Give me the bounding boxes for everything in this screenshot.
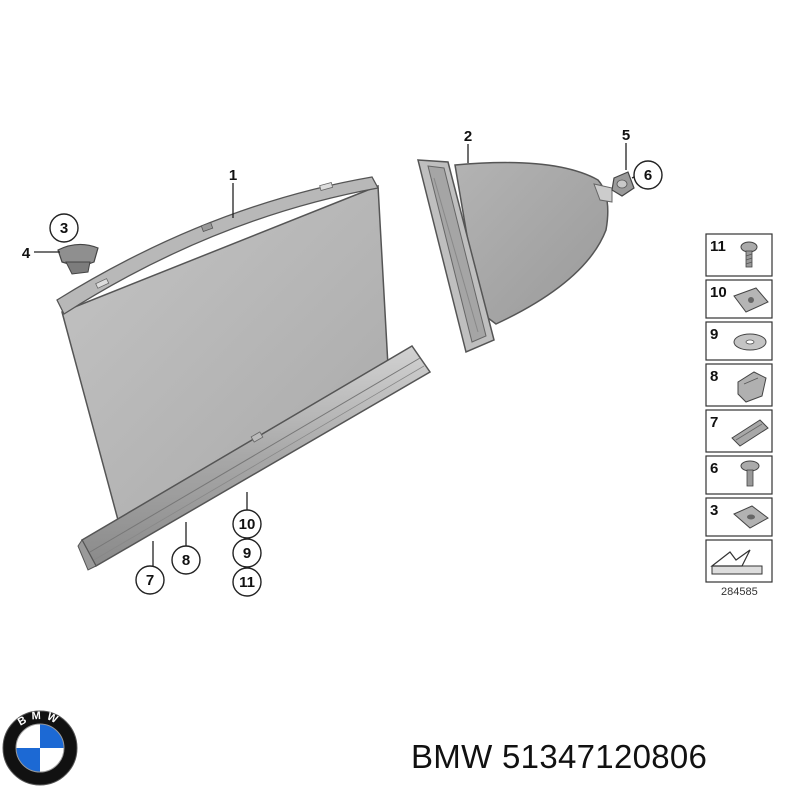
legend-cell-direction — [705, 539, 773, 583]
callout-label: 2 — [464, 128, 472, 145]
callout-1: 1 — [229, 167, 237, 184]
callout-label: 3 — [60, 220, 68, 237]
legend-cell-9: 9 — [705, 321, 773, 361]
callout-3: 3 — [49, 213, 79, 243]
quarter-window-sunblind-part — [417, 159, 613, 354]
bmw-logo: BMW — [2, 710, 78, 786]
legend-number: 6 — [710, 460, 718, 477]
callout-label: 10 — [239, 516, 256, 533]
callout-2: 2 — [464, 128, 472, 145]
nut-part — [611, 171, 635, 197]
legend-cell-10: 10 — [705, 279, 773, 319]
legend-cell-11: 11 — [705, 233, 773, 277]
part-number: 51347120806 — [502, 738, 708, 775]
part-caption: BMW 51347120806 — [411, 738, 707, 776]
callout-label: 5 — [622, 127, 630, 144]
legend-number: 9 — [710, 326, 718, 343]
hardware-legend: 11 10 9 8 — [705, 233, 773, 598]
bracket-clip-icon — [731, 419, 769, 447]
callout-5: 5 — [622, 127, 630, 144]
clip-part — [57, 243, 99, 275]
callout-11: 11 — [232, 567, 262, 597]
reference-number: 284585 — [721, 586, 758, 598]
brand-name: BMW — [411, 738, 493, 775]
spring-nut-icon — [733, 287, 769, 313]
callout-label: 8 — [182, 552, 190, 569]
legend-cell-8: 8 — [705, 363, 773, 407]
callout-label: 4 — [22, 245, 31, 262]
screw-icon — [740, 241, 758, 268]
legend-number: 8 — [710, 368, 718, 385]
legend-number: 3 — [710, 502, 718, 519]
legend-number: 11 — [710, 238, 726, 255]
legend-cell-7: 7 — [705, 409, 773, 453]
callout-4: 4 — [22, 245, 31, 262]
sunblind-screen-part — [56, 176, 432, 571]
legend-number: 10 — [710, 284, 727, 301]
callout-6: 6 — [633, 160, 663, 190]
callout-label: 11 — [239, 574, 255, 591]
arrow-icon — [710, 549, 763, 575]
legend-cell-6: 6 — [705, 455, 773, 495]
callout-9: 9 — [232, 538, 262, 568]
callout-label: 1 — [229, 167, 237, 184]
screw-icon — [740, 460, 760, 487]
clip-icon — [737, 371, 767, 403]
callout-7: 7 — [135, 565, 165, 595]
washer-icon — [733, 333, 767, 351]
callout-label: 9 — [243, 545, 251, 562]
legend-number: 7 — [710, 414, 718, 431]
expanding-nut-icon — [733, 505, 769, 529]
legend-cell-3: 3 — [705, 497, 773, 537]
callout-8: 8 — [171, 545, 201, 575]
callout-label: 7 — [146, 572, 154, 589]
callout-label: 6 — [644, 167, 652, 184]
callout-10: 10 — [232, 509, 262, 539]
